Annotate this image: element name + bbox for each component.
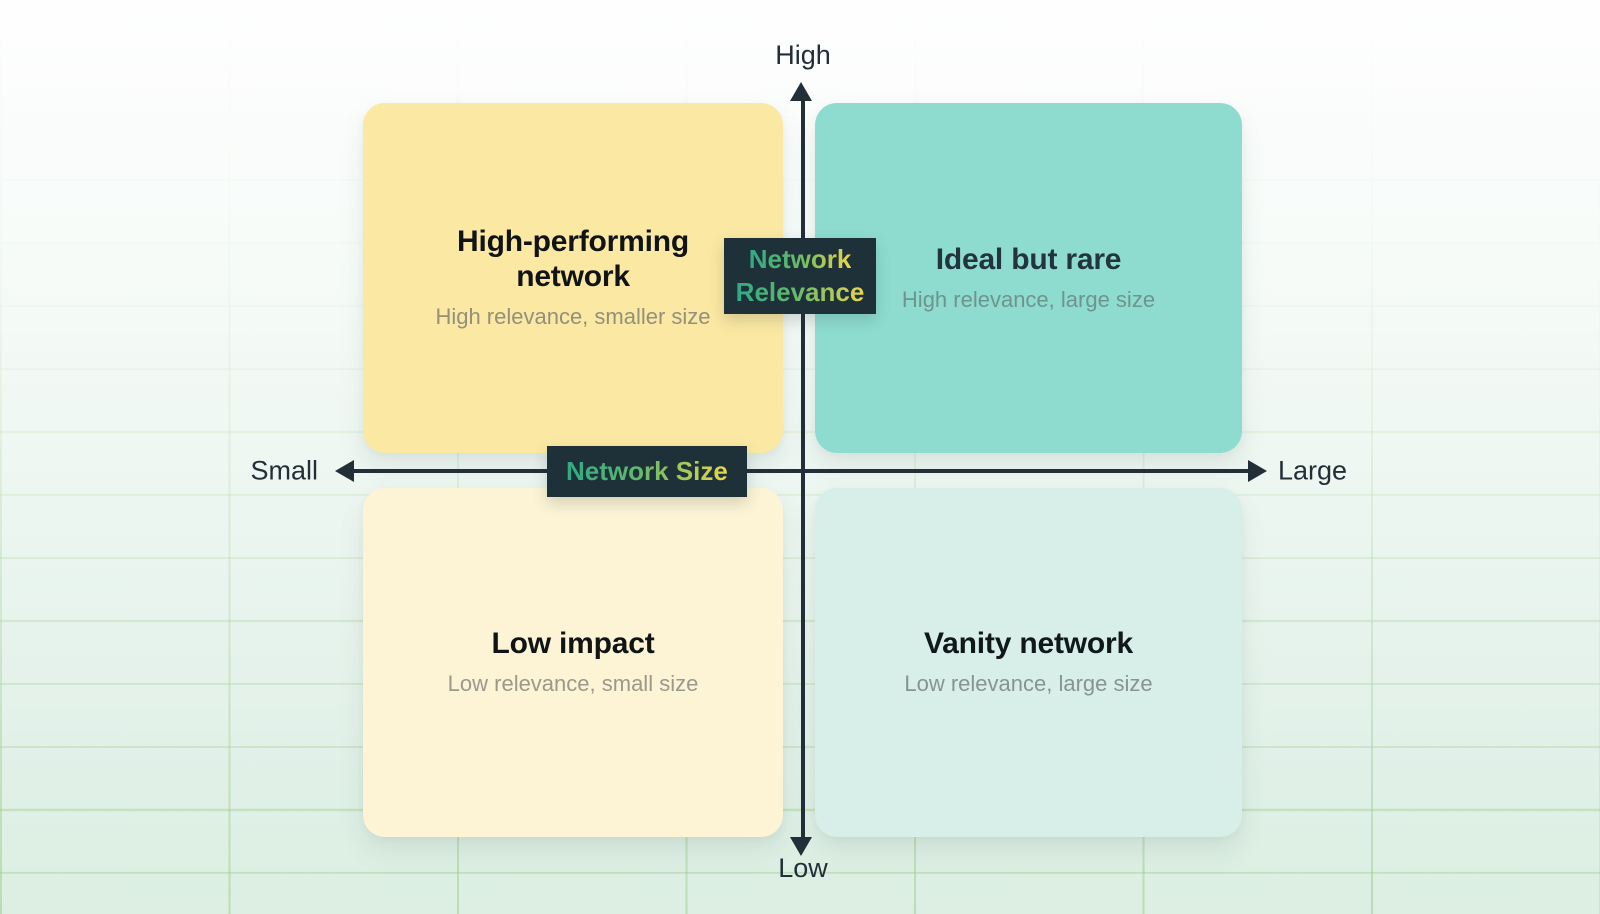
- arrow-down-icon: [790, 837, 812, 856]
- axis-label-low: Low: [778, 853, 828, 883]
- axis-label-small: Small: [250, 455, 318, 486]
- quadrant-card-high-performing-network: High-performing network High relevance, …: [363, 103, 783, 453]
- arrow-up-icon: [790, 82, 812, 101]
- horizontal-axis-line: [350, 469, 1252, 473]
- quadrant-card-vanity-network: Vanity network Low relevance, large size: [815, 488, 1242, 837]
- badge-text-line: Network Size: [566, 456, 728, 486]
- quadrant-card-low-impact: Low impact Low relevance, small size: [363, 488, 783, 837]
- quadrant-title: High-performing network: [457, 225, 689, 294]
- badge-text-line: Network: [749, 243, 852, 276]
- quadrant-title: Vanity network: [924, 627, 1133, 661]
- quadrant-subtitle: High relevance, large size: [901, 286, 1156, 312]
- axis-label-high: High: [775, 40, 831, 70]
- quadrant-subtitle: Low relevance, large size: [904, 671, 1153, 697]
- arrow-left-icon: [335, 460, 354, 482]
- quadrant-subtitle: Low relevance, small size: [447, 671, 699, 697]
- quadrant-card-ideal-but-rare: Ideal but rare High relevance, large siz…: [815, 103, 1242, 453]
- quadrant-title: Ideal but rare: [935, 242, 1122, 276]
- quadrant-subtitle: High relevance, smaller size: [435, 304, 711, 330]
- badge-text-line: Relevance: [736, 276, 865, 309]
- arrow-right-icon: [1248, 460, 1267, 482]
- quadrant-title: Low impact: [491, 627, 655, 661]
- axis-label-large: Large: [1278, 455, 1348, 486]
- network-size-axis-badge: Network Size: [547, 446, 747, 497]
- network-relevance-axis-badge: Network Relevance: [724, 238, 876, 314]
